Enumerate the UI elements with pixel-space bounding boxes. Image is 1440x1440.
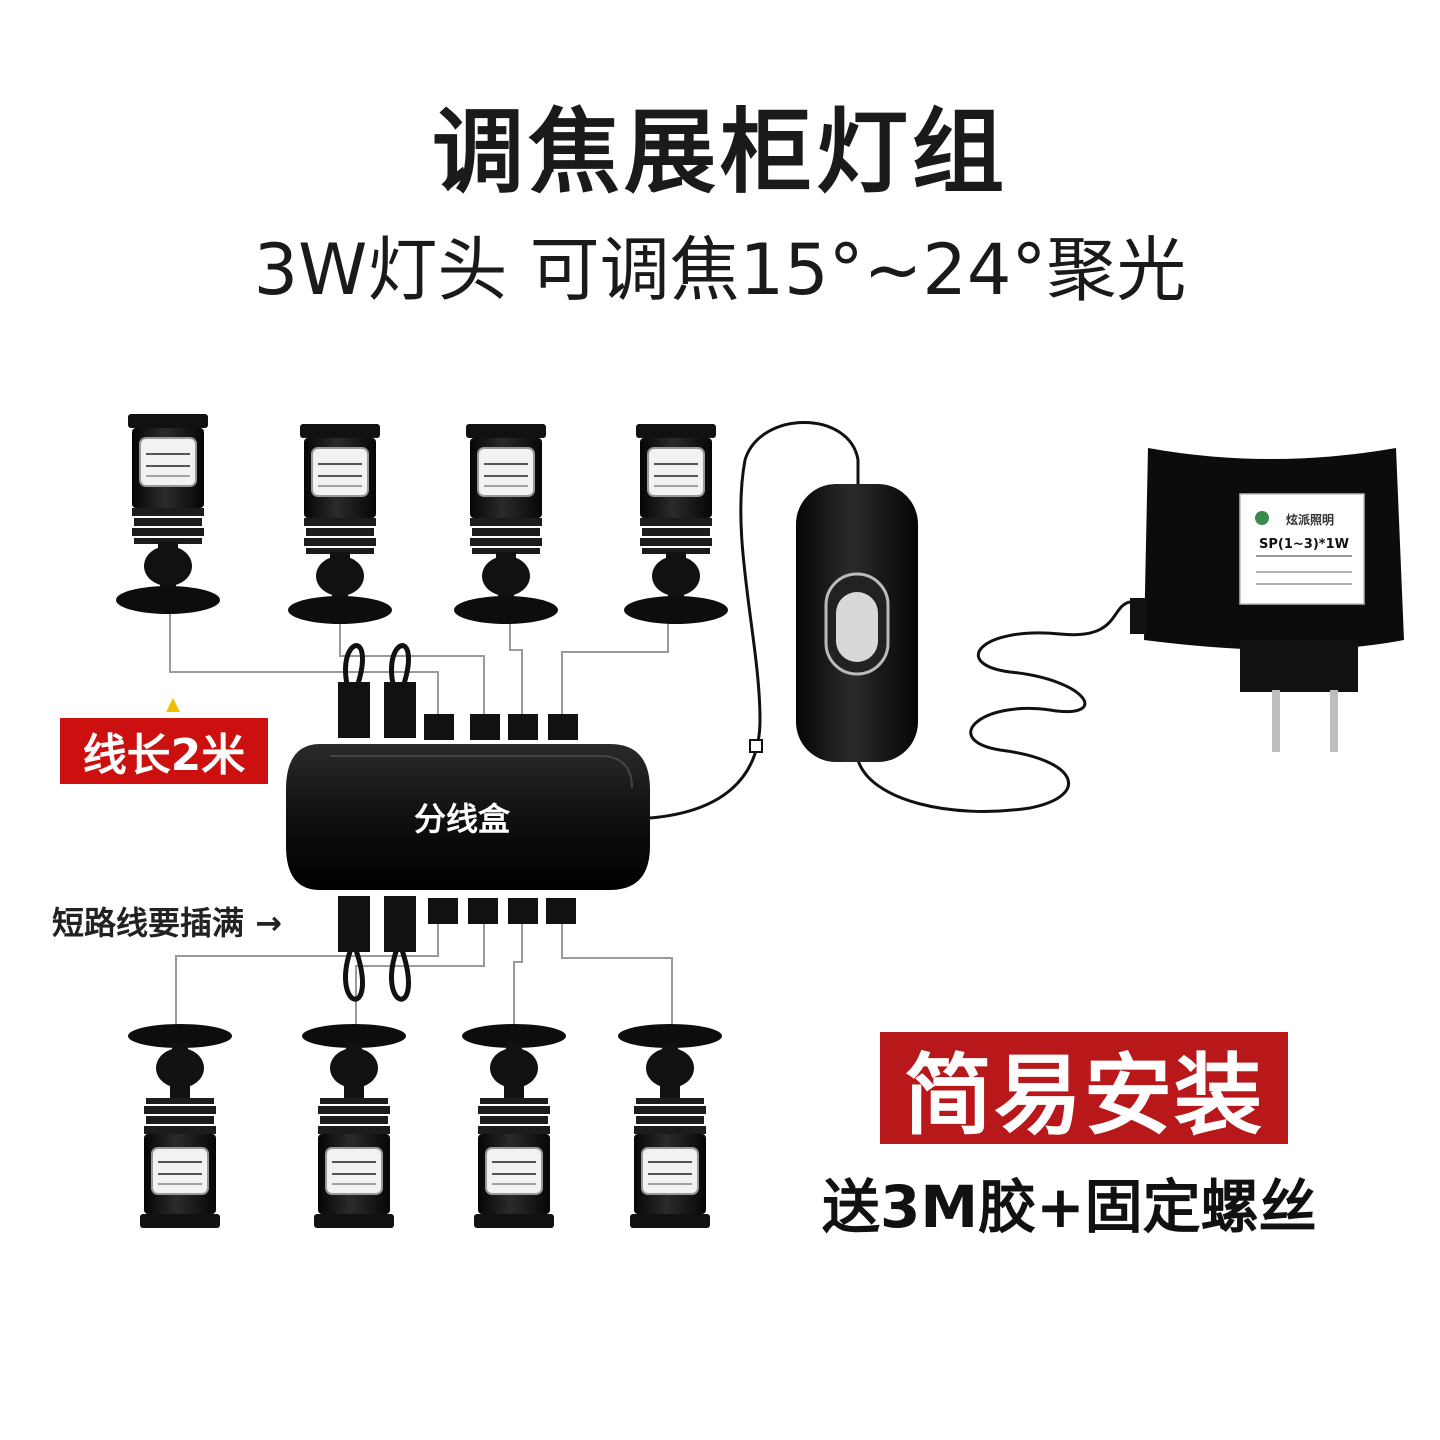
spotlight-bottom-2 (301, 1023, 407, 1229)
easy-install-badge: 简易安装 (880, 1032, 1288, 1147)
spotlight-top-3 (453, 423, 559, 625)
spotlight-bottom-1 (127, 1023, 233, 1229)
triangle-marker-icon (166, 698, 180, 712)
spotlight-top-2 (287, 423, 393, 625)
shorting-plugs-bottom (338, 896, 416, 1002)
shorting-hint-text: 短路线要插满 (52, 904, 245, 942)
connectors-top (424, 714, 578, 740)
shorting-hint: 短路线要插满 → (52, 898, 282, 944)
adapter-model-text: SP(1~3)*1W (1259, 537, 1349, 552)
inline-switch (796, 484, 918, 762)
top-lamp-wires (169, 604, 669, 714)
shorting-plugs-top (338, 643, 416, 738)
cable-clip (749, 739, 763, 753)
spotlight-bottom-3 (461, 1023, 567, 1229)
arrow-right-icon: → (255, 904, 282, 942)
spotlight-bottom-4 (617, 1023, 723, 1229)
connectors-bottom (428, 898, 576, 924)
page-subtitle: 3W灯头 可调焦15°~24°聚光 (253, 229, 1187, 311)
page-title: 调焦展柜灯组 (431, 99, 1008, 206)
spotlight-top-1 (115, 413, 221, 615)
gift-label: 送3M胶+固定螺丝 (822, 1173, 1317, 1241)
spotlight-top-4 (623, 423, 729, 625)
power-cable (649, 421, 1131, 820)
power-adapter (1130, 448, 1404, 752)
wire-length-badge: 线长2米 (60, 718, 268, 784)
junction-box-label: 分线盒 (414, 800, 511, 838)
adapter-brand-text: 炫派照明 (1286, 512, 1334, 527)
junction-box (286, 744, 650, 890)
